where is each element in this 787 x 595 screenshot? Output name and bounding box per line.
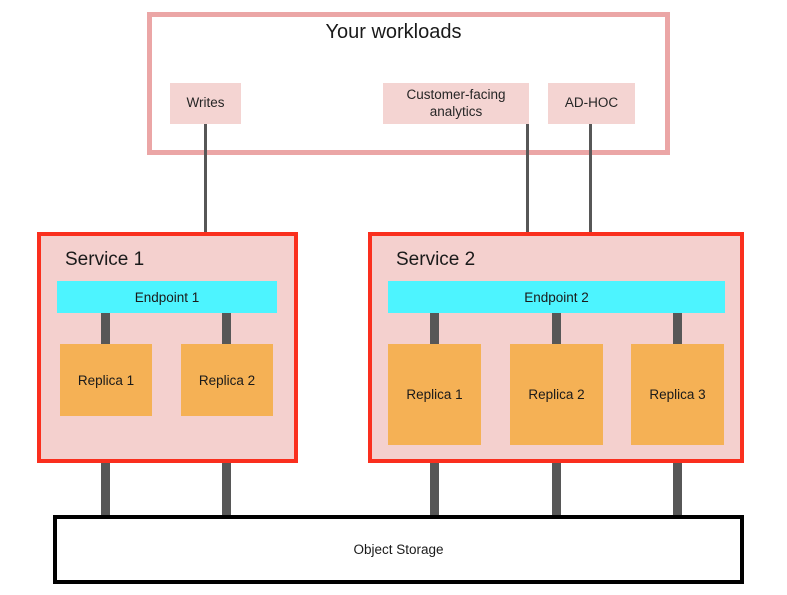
service-1-replica-2[interactable]: Replica 2 — [181, 344, 273, 416]
service-2-replica-3[interactable]: Replica 3 — [631, 344, 724, 445]
connector-s1-replica1-to-storage — [101, 410, 110, 520]
object-storage-box[interactable]: Object Storage — [53, 515, 744, 584]
workload-chip-ad-hoc[interactable]: AD-HOC — [548, 83, 635, 124]
workload-chip-writes[interactable]: Writes — [170, 83, 241, 124]
connector-endpoint2-to-replica2 — [552, 313, 561, 345]
service-2-replica-2[interactable]: Replica 2 — [510, 344, 603, 445]
connector-s2-replica1-to-storage — [430, 440, 439, 520]
connector-endpoint1-to-replica2 — [222, 313, 231, 345]
service-1-replica-1[interactable]: Replica 1 — [60, 344, 152, 416]
arrow-line-analytics-to-endpoint2 — [526, 124, 529, 261]
connector-endpoint2-to-replica3 — [673, 313, 682, 345]
connector-endpoint1-to-replica1 — [101, 313, 110, 345]
connector-s1-replica2-to-storage — [222, 410, 231, 520]
connector-s2-replica2-to-storage — [552, 440, 561, 520]
endpoint-1[interactable]: Endpoint 1 — [57, 281, 277, 313]
service-2-label: Service 2 — [396, 249, 476, 270]
service-1-label: Service 1 — [65, 249, 145, 270]
workload-chip-customer-facing-analytics[interactable]: Customer-facing analytics — [383, 83, 529, 124]
connector-s2-replica3-to-storage — [673, 440, 682, 520]
arrow-line-adhoc-to-endpoint2 — [589, 124, 592, 261]
arrow-line-writes-to-endpoint1 — [204, 124, 207, 261]
connector-endpoint2-to-replica1 — [430, 313, 439, 345]
service-2-replica-1[interactable]: Replica 1 — [388, 344, 481, 445]
workloads-title: Your workloads — [325, 21, 462, 43]
endpoint-2[interactable]: Endpoint 2 — [388, 281, 725, 313]
